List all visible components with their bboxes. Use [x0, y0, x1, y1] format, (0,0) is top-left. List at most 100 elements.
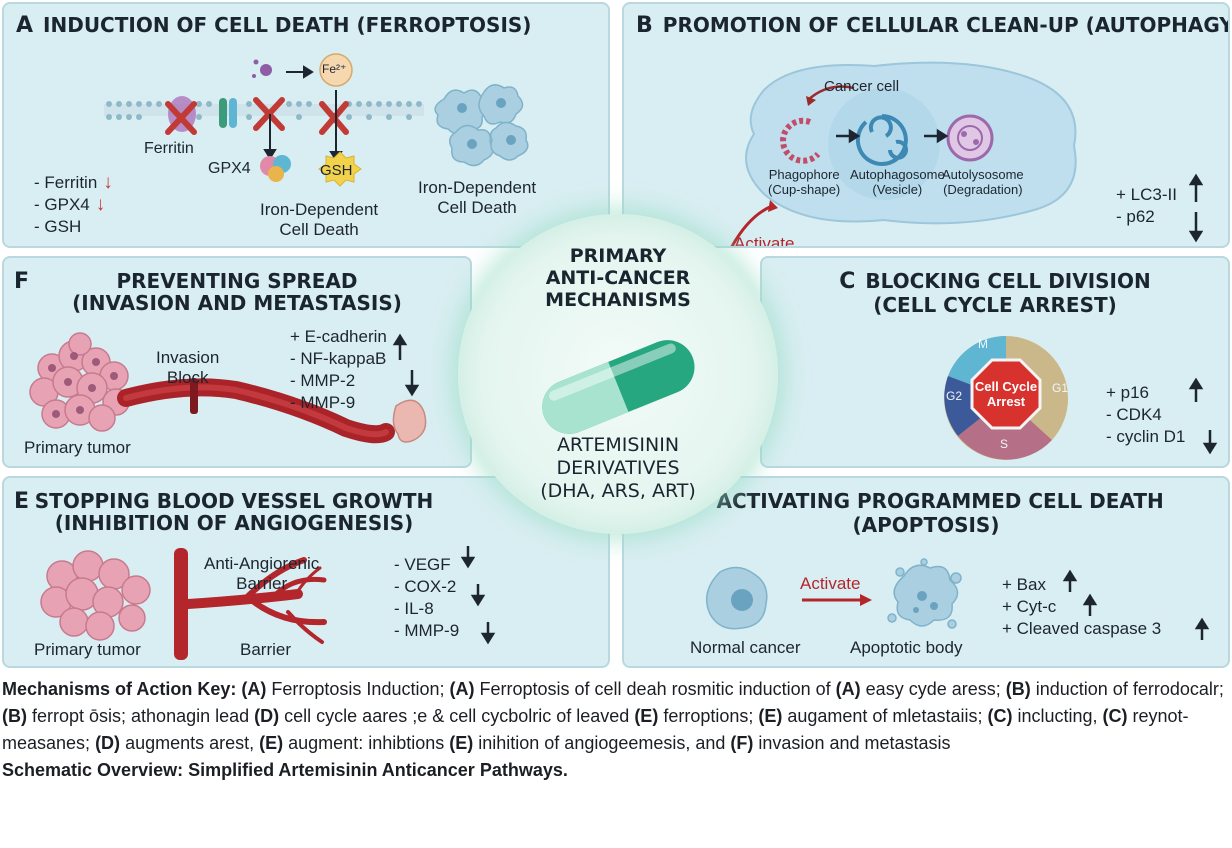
- marker-il8: - IL-8: [394, 599, 434, 618]
- caption-segment-text: inclucting,: [1012, 706, 1103, 726]
- caption-segment-text: augament of mletastaiis;: [782, 706, 988, 726]
- panel-a-markers: - Ferritin - GPX4 - GSH: [34, 172, 113, 238]
- center-drug-line3: (DHA, ARS, ART): [540, 479, 696, 502]
- panel-b-title-text: PROMOTION OF CELLULAR CLEAN-UP (AUTOPHAG…: [662, 13, 1230, 37]
- panel-f-markers: + E-cadherin - NF-kappaB - MMP-2 - MMP-9: [290, 326, 387, 414]
- panel-f-letter: F: [14, 269, 30, 294]
- marker-mmp2: - MMP-2: [290, 371, 356, 390]
- phase-m-label: M: [978, 337, 988, 351]
- gsh-burst-icon: [318, 151, 362, 187]
- panel-b-autophagy: B PROMOTION OF CELLULAR CLEAN-UP (AUTOPHA…: [622, 2, 1230, 248]
- caption-panel-ref: (B): [2, 706, 27, 726]
- panel-b-title: B PROMOTION OF CELLULAR CLEAN-UP (AUTOPHA…: [636, 13, 1230, 38]
- marker-mmp9-e: - MMP-9: [394, 621, 460, 640]
- marker-cdk4: - CDK4: [1106, 405, 1162, 424]
- apoptotic-body-label: Apoptotic body: [850, 638, 963, 657]
- panel-d-apoptosis: DACTIVATING PROGRAMMED CELL DEATH (APOPT…: [622, 476, 1230, 668]
- apoptosis-illustration: [705, 558, 1210, 640]
- marker-lc3: + LC3-II: [1116, 185, 1177, 204]
- primary-tumor-label-e: Primary tumor: [34, 640, 141, 659]
- caption-segment-text: reynot-measanes;: [2, 706, 1189, 753]
- caption-segment-text: augments arest,: [120, 733, 260, 753]
- panel-b-letter: B: [636, 13, 653, 38]
- center-heading-line3: MECHANISMS: [545, 288, 691, 311]
- figure-caption: Mechanisms of Action Key: (A) Ferroptosi…: [0, 676, 1232, 784]
- panel-c-title-line1: BLOCKING CELL DIVISION: [865, 269, 1151, 293]
- caption-segment-text: ferropt ōsis; athonagin lead: [27, 706, 255, 726]
- autolysosome-label: Autolysosome (Degradation): [942, 167, 1024, 197]
- phagophore-label: Phagophore (Cup-shape): [768, 167, 841, 197]
- panel-d-markers: + Bax + Cyt-c + Cleaved caspase 3: [1002, 574, 1161, 640]
- marker-ferritin: - Ferritin: [34, 172, 113, 194]
- caption-panel-ref: (E): [634, 706, 659, 726]
- marker-cyt-c: + Cyt-c: [1002, 597, 1057, 616]
- ferritin-label: Ferritin: [144, 140, 194, 157]
- caption-panel-ref: (F): [730, 733, 754, 753]
- activate-label-d: Activate: [800, 574, 861, 593]
- center-drug-line2: DERIVATIVES: [556, 456, 680, 479]
- center-mechanisms-circle: PRIMARY ANTI-CANCER MECHANISMS ARTEMISIN…: [458, 214, 778, 534]
- gsh-label: GSH: [320, 162, 353, 179]
- marker-p16: + p16: [1106, 383, 1150, 402]
- marker-bax: + Bax: [1002, 575, 1046, 594]
- gpx4-label: GPX4: [208, 160, 251, 177]
- marker-cyclin-d1: - cyclin D1: [1106, 427, 1186, 446]
- angiogenesis-illustration: [40, 546, 496, 660]
- autolysosome-icon: [946, 114, 994, 162]
- caption-panel-ref: (A): [241, 679, 267, 699]
- marker-cox2: - COX-2: [394, 577, 457, 596]
- stop-sign-icon: [970, 358, 1042, 430]
- caption-panel-ref: (B): [1005, 679, 1031, 699]
- panel-c-markers: + p16 - CDK4 - cyclin D1: [1106, 382, 1185, 448]
- marker-p62: - p62: [1116, 207, 1155, 226]
- membrane-illustration: [104, 53, 529, 187]
- primary-tumor-label-f: Primary tumor: [24, 438, 131, 457]
- panel-d-title-line2: (APOPTOSIS): [852, 513, 1000, 538]
- capsule-pill-icon: [542, 340, 695, 434]
- marker-gsh: - GSH: [34, 217, 82, 236]
- center-drug-line1: ARTEMISININ: [556, 434, 680, 456]
- panel-e-title-line2: (INHIBITION OF ANGIOGENESIS): [54, 511, 414, 535]
- phagophore-icon: [780, 117, 821, 164]
- phase-g1-label: G1: [1052, 381, 1069, 395]
- caption-segment-text: Ferroptosis of cell deah rosmitic induct…: [474, 679, 836, 699]
- tumor-icon: [29, 332, 130, 432]
- panel-d-title-line1: ACTIVATING PROGRAMMED CELL DEATH: [716, 489, 1164, 513]
- panel-d-title: DACTIVATING PROGRAMMED CELL DEATH (APOPT…: [624, 489, 1228, 538]
- fe-label: Fe²⁺: [322, 62, 347, 76]
- marker-e-cadherin: + E-cadherin: [290, 327, 387, 346]
- caption-segment-text: augment: inhibtions: [283, 733, 450, 753]
- caption-segment-text: easy cyde aress;: [860, 679, 1006, 699]
- dead-cells-icon: [434, 84, 529, 167]
- normal-cancer-label: Normal cancer: [690, 638, 801, 657]
- caption-segment-text: cell cycle aares ;e & cell cycbolric of …: [279, 706, 635, 726]
- caption-key: Mechanisms of Action Key: (A) Ferroptosi…: [2, 679, 1224, 753]
- marker-gpx4: - GPX4: [34, 194, 113, 216]
- panel-a-title-text: INDUCTION OF CELL DEATH (FERROPTOSIS): [43, 13, 532, 37]
- cell-cycle-arrest-label: Cell Cycle Arrest: [974, 379, 1038, 409]
- panel-b-markers: + LC3-II - p62: [1116, 184, 1177, 228]
- caption-key-label: Mechanisms of Action Key:: [2, 679, 237, 699]
- cancer-cell-label: Cancer cell: [824, 78, 900, 95]
- phase-g2-label: G2: [946, 389, 963, 403]
- caption-panel-ref: (D): [95, 733, 121, 753]
- caption-segment-text: Ferroptosis Induction;: [266, 679, 450, 699]
- caption-panel-ref: (E): [449, 733, 474, 753]
- caption-segment-text: ferroptions;: [658, 706, 759, 726]
- caption-panel-ref: (E): [259, 733, 284, 753]
- panel-e-markers: - VEGF - COX-2 - IL-8 - MMP-9: [394, 554, 459, 642]
- anti-angiogenic-barrier-label: Anti-Angiorenic Barrier: [204, 554, 320, 593]
- panel-e-title-line1: STOPPING BLOOD VESSEL GROWTH: [34, 489, 434, 513]
- panel-c-letter: C: [839, 269, 856, 294]
- caption-segment-text: induction of ferrodocalr;: [1030, 679, 1224, 699]
- activate-label-b: Activate: [734, 234, 795, 248]
- panel-e-letter: E: [14, 489, 30, 514]
- caption-segment-text: inihition of angiogeemesis, and: [473, 733, 731, 753]
